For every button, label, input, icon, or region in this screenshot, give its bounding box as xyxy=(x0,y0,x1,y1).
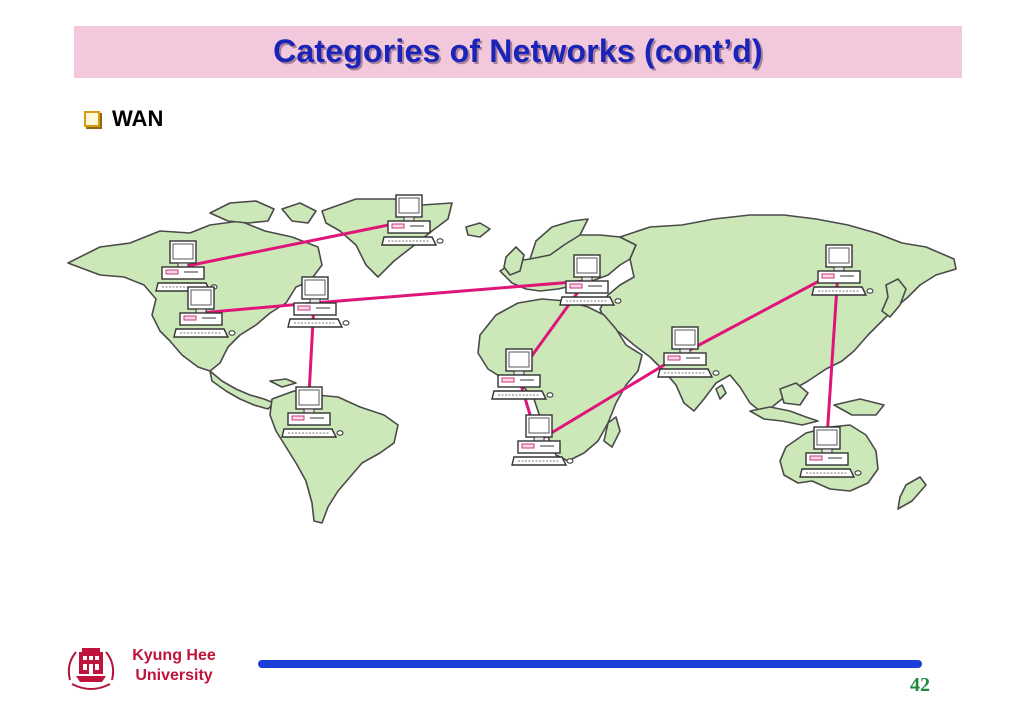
bullet-item: WAN xyxy=(84,106,163,132)
iceland xyxy=(465,222,491,238)
asia-landmass xyxy=(599,214,957,412)
computer-icon-canada-west xyxy=(155,240,218,292)
british-isles xyxy=(503,246,525,276)
arctic-islands xyxy=(209,200,275,224)
kyung-hee-logo-icon xyxy=(67,648,115,690)
computer-icon-south-africa xyxy=(511,414,574,466)
slide-title: Categories of Networks (cont’d) xyxy=(273,33,763,69)
computer-icon-west-africa xyxy=(491,348,554,400)
wan-nodes xyxy=(155,194,874,478)
new-guinea xyxy=(833,398,885,416)
computer-icon-australia xyxy=(799,426,862,478)
bullet-label: WAN xyxy=(112,106,164,131)
japan-islands xyxy=(881,278,907,318)
computer-icon-usa-east xyxy=(287,276,350,328)
network-link-india-east-asia xyxy=(683,269,839,355)
title-bar: Categories of Networks (cont’d) xyxy=(74,26,962,78)
computer-icon-india xyxy=(657,326,720,378)
madagascar xyxy=(603,416,621,448)
central-america-landmass xyxy=(209,370,275,410)
wan-links xyxy=(181,219,840,454)
computer-icon-usa-west xyxy=(173,286,236,338)
computer-icon-europe xyxy=(559,254,622,306)
caribbean-islands xyxy=(269,378,297,388)
south-america-landmass xyxy=(269,390,399,524)
borneo-island xyxy=(779,382,809,406)
network-link-south-africa-india xyxy=(537,351,685,443)
university-name-line: Kyung Hee xyxy=(132,647,216,664)
arctic-island-small xyxy=(281,202,317,224)
scandinavia-landmass xyxy=(529,218,589,260)
computer-icon-east-asia xyxy=(811,244,874,296)
page-number: 42 xyxy=(910,674,930,696)
footer-divider xyxy=(258,660,922,668)
computer-icon-greenland xyxy=(381,194,444,246)
university-name-line: University xyxy=(135,667,213,684)
network-link-canada-west-greenland xyxy=(181,219,409,269)
new-zealand xyxy=(897,476,927,510)
southeast-asia-islands xyxy=(749,406,819,426)
computer-icon-south-america xyxy=(281,386,344,438)
network-link-usa-east-europe xyxy=(313,279,587,305)
wan-world-map xyxy=(67,194,957,524)
checkbox-bullet-icon xyxy=(84,111,100,127)
sri-lanka xyxy=(715,384,727,400)
network-link-east-asia-australia xyxy=(824,270,840,454)
